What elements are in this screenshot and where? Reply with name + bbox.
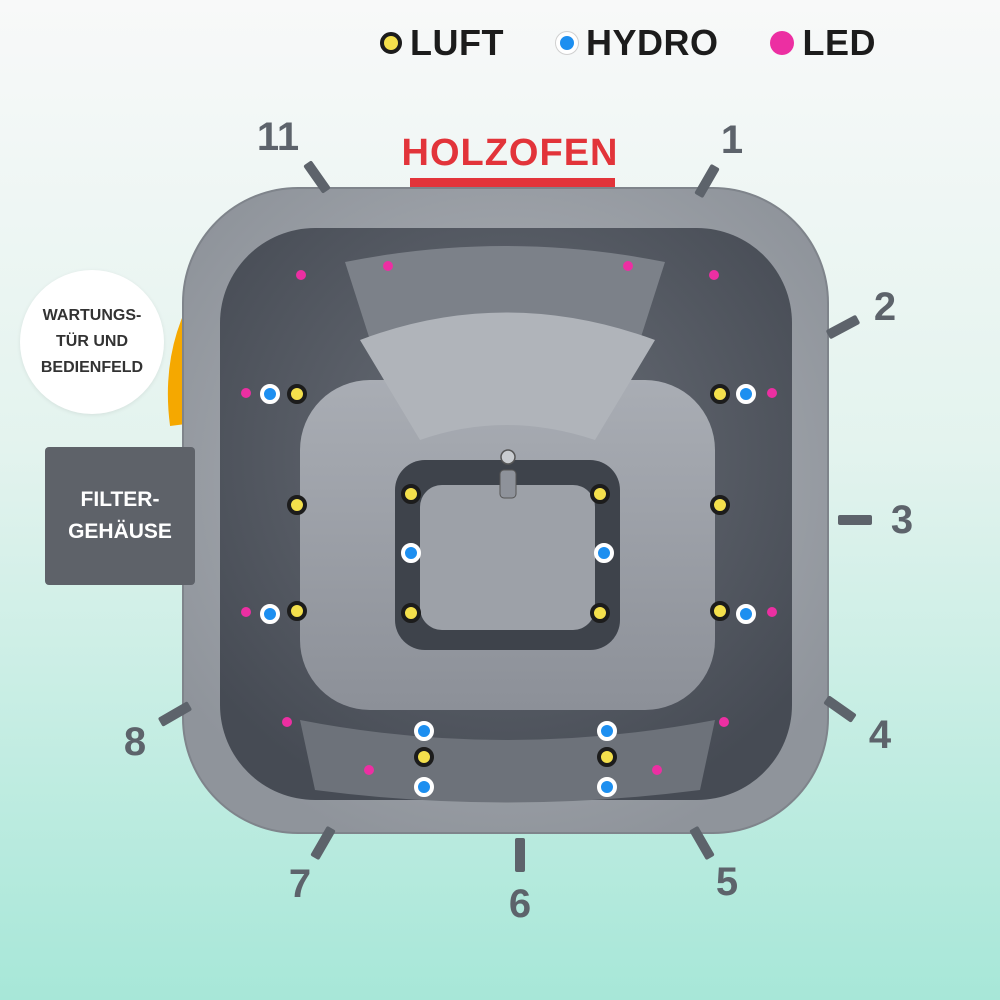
- led-dot-icon: [770, 31, 795, 55]
- led-light-icon: [709, 270, 719, 280]
- holzofen-label: HOLZOFEN: [401, 132, 619, 174]
- position-number-1: 1: [720, 118, 744, 162]
- luft-jet-icon: [287, 495, 307, 515]
- led-light-icon: [767, 388, 777, 398]
- led-light-icon: [241, 388, 251, 398]
- legend: LUFT HYDRO LED: [380, 22, 876, 64]
- hydro-jet-icon: [414, 721, 434, 741]
- lounge-headrest: [360, 312, 655, 440]
- luft-jet-icon: [401, 603, 421, 623]
- holzofen-bar: [410, 178, 615, 187]
- led-light-icon: [282, 717, 292, 727]
- filter-housing-box: FILTER- GEHÄUSE: [45, 447, 195, 585]
- luft-jet-icon: [710, 601, 730, 621]
- hydro-jet-icon: [736, 384, 756, 404]
- luft-jet-icon: [401, 484, 421, 504]
- luft-jet-icon: [287, 601, 307, 621]
- luft-jet-icon: [590, 484, 610, 504]
- legend-label-luft: LUFT: [410, 22, 504, 63]
- top-seat: [345, 246, 665, 340]
- position-number-11: 11: [256, 115, 300, 159]
- led-light-icon: [383, 261, 393, 271]
- legend-item-luft: LUFT: [380, 22, 504, 64]
- luft-jet-icon: [597, 747, 617, 767]
- luft-dot-icon: [380, 32, 402, 54]
- position-tick-6: [515, 838, 525, 872]
- hydro-jet-icon: [594, 543, 614, 563]
- maintenance-door-label: WARTUNGS- TÜR UND BEDIENFELD: [20, 270, 164, 414]
- led-light-icon: [652, 765, 662, 775]
- led-light-icon: [364, 765, 374, 775]
- led-light-icon: [719, 717, 729, 727]
- filter-housing-line-2: GEHÄUSE: [68, 520, 172, 543]
- led-light-icon: [296, 270, 306, 280]
- hydro-jet-icon: [401, 543, 421, 563]
- position-tick-3: [838, 515, 872, 525]
- legend-item-hydro: HYDRO: [555, 22, 719, 64]
- filter-housing-line-1: FILTER-: [80, 488, 160, 511]
- hydro-jet-icon: [260, 384, 280, 404]
- hydro-jet-icon: [597, 721, 617, 741]
- maintenance-door-line-3: BEDIENFELD: [40, 359, 144, 376]
- position-number-8: 8: [123, 720, 147, 764]
- luft-jet-icon: [710, 495, 730, 515]
- luft-jet-icon: [287, 384, 307, 404]
- led-light-icon: [623, 261, 633, 271]
- legend-label-hydro: HYDRO: [585, 22, 719, 63]
- maintenance-door-line-1: WARTUNGS-: [42, 307, 142, 324]
- luft-jet-icon: [710, 384, 730, 404]
- luft-jet-icon: [414, 747, 434, 767]
- position-number-4: 4: [868, 713, 892, 757]
- position-number-3: 3: [890, 498, 914, 542]
- luft-jet-icon: [590, 603, 610, 623]
- legend-label-led: LED: [802, 22, 876, 63]
- hydro-jet-icon: [736, 604, 756, 624]
- center-fitting-stem: [499, 469, 517, 499]
- position-number-7: 7: [288, 862, 312, 906]
- position-number-6: 6: [508, 882, 532, 926]
- hydro-jet-icon: [597, 777, 617, 797]
- hydro-dot-icon: [555, 32, 578, 54]
- hydro-jet-icon: [414, 777, 434, 797]
- footwell-floor: [420, 485, 595, 630]
- led-light-icon: [241, 607, 251, 617]
- maintenance-door-line-2: TÜR UND: [56, 333, 128, 350]
- legend-item-led: LED: [770, 22, 876, 64]
- led-light-icon: [767, 607, 777, 617]
- position-number-5: 5: [715, 860, 739, 904]
- position-number-2: 2: [873, 285, 897, 329]
- center-fitting-top: [500, 449, 516, 465]
- hydro-jet-icon: [260, 604, 280, 624]
